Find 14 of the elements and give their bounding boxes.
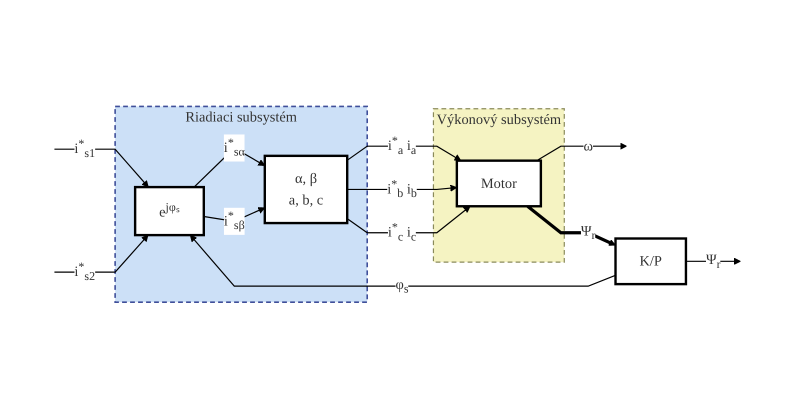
edge-label: φ$_{s}$ [396, 276, 409, 296]
arrow [526, 205, 616, 246]
node-box: K/P [614, 238, 688, 286]
edge-label: ω [583, 138, 593, 154]
edge-label: i$^{*}$$_{b}$ i$_{b}$ [387, 178, 417, 201]
edge-label: i$^{*}$$_{c}$ i$_{c}$ [388, 222, 416, 244]
node-box: α, β a, b, c [264, 154, 348, 224]
edge-label: i$^{*}$$_{a}$ i$_{a}$ [388, 135, 416, 158]
node-box: e$^{jφₛ}$ [134, 186, 205, 237]
edge-label: Ψ$_{r}$ [580, 222, 596, 243]
arrow [190, 235, 616, 287]
edge-label: Ψ$_{r}$ [706, 251, 721, 272]
node-box: Motor [456, 160, 542, 208]
arrow [536, 142, 628, 162]
